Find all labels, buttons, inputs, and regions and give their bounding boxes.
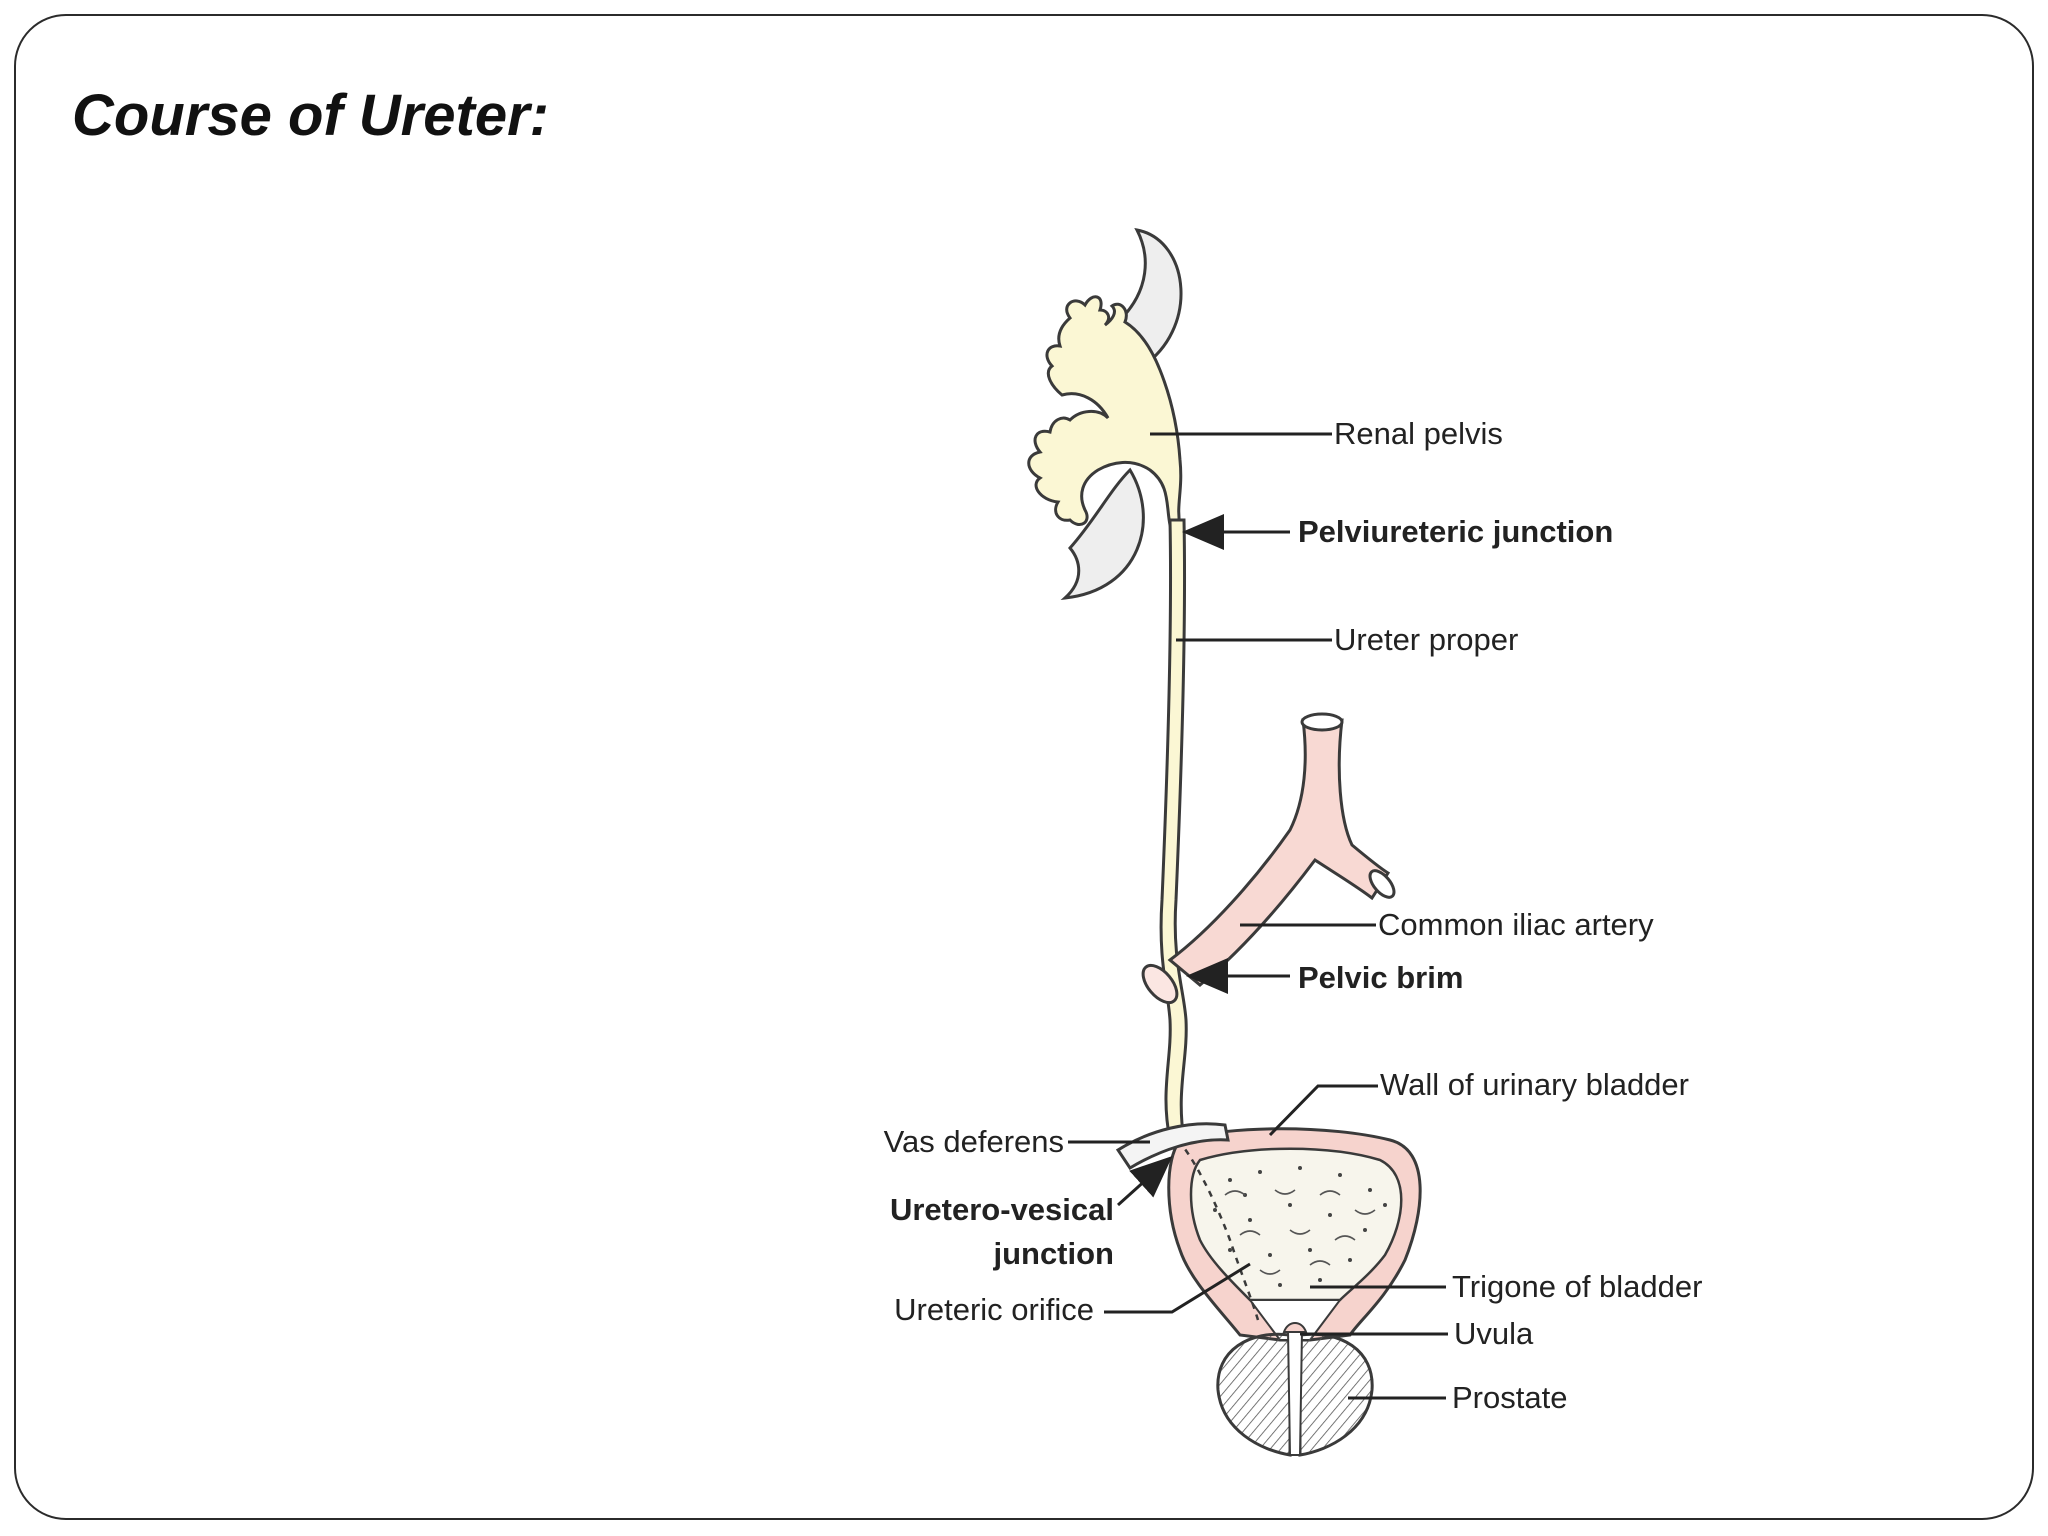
label-ureter-proper: Ureter proper (1334, 622, 1518, 657)
ureter-intramural-segment (1177, 1139, 1260, 1321)
bladder-lumen (1189, 1147, 1403, 1302)
slide-frame (14, 14, 2034, 1520)
prostate-shape (1216, 1322, 1374, 1457)
label-ureteric-orifice: Ureteric orifice (894, 1292, 1094, 1327)
artery-top-opening (1300, 712, 1344, 732)
mucosa-folds (1224, 1189, 1376, 1275)
label-pelviureteric-junction: Pelviureteric junction (1298, 514, 1613, 549)
leader-lines (1068, 432, 1448, 1400)
artery-left-opening (1141, 963, 1179, 1005)
leader-uretero-vesical-junction (1116, 1155, 1173, 1207)
label-uvula: Uvula (1454, 1316, 1534, 1351)
kidney-lower-pole (1060, 467, 1145, 600)
label-wall-of-urinary-bladder: Wall of urinary bladder (1380, 1067, 1689, 1102)
leader-ureteric-orifice (1104, 1262, 1251, 1314)
common-iliac-artery-shape (1141, 712, 1396, 1005)
label-pelvic-brim: Pelvic brim (1298, 960, 1463, 995)
urethra-channel (1286, 1329, 1304, 1456)
label-uretero-vesical-line1: Uretero-vesical (890, 1192, 1114, 1227)
artery-right-opening (1368, 869, 1396, 899)
slide-title: Course of Ureter: (72, 83, 549, 148)
urinary-bladder (1167, 1127, 1422, 1342)
label-common-iliac-artery: Common iliac artery (1378, 907, 1654, 942)
ureter-tube (1159, 518, 1188, 1142)
label-trigone-of-bladder: Trigone of bladder (1452, 1269, 1702, 1304)
uvula-shape (1282, 1322, 1308, 1333)
label-prostate: Prostate (1452, 1380, 1567, 1415)
renal-pelvis-shape (1027, 295, 1183, 527)
mucosa-texture (1213, 1166, 1387, 1287)
label-renal-pelvis: Renal pelvis (1334, 416, 1503, 451)
label-uretero-vesical-line2: junction (992, 1236, 1114, 1271)
label-vas-deferens: Vas deferens (884, 1124, 1064, 1159)
leader-wall-of-urinary-bladder (1268, 1084, 1378, 1137)
